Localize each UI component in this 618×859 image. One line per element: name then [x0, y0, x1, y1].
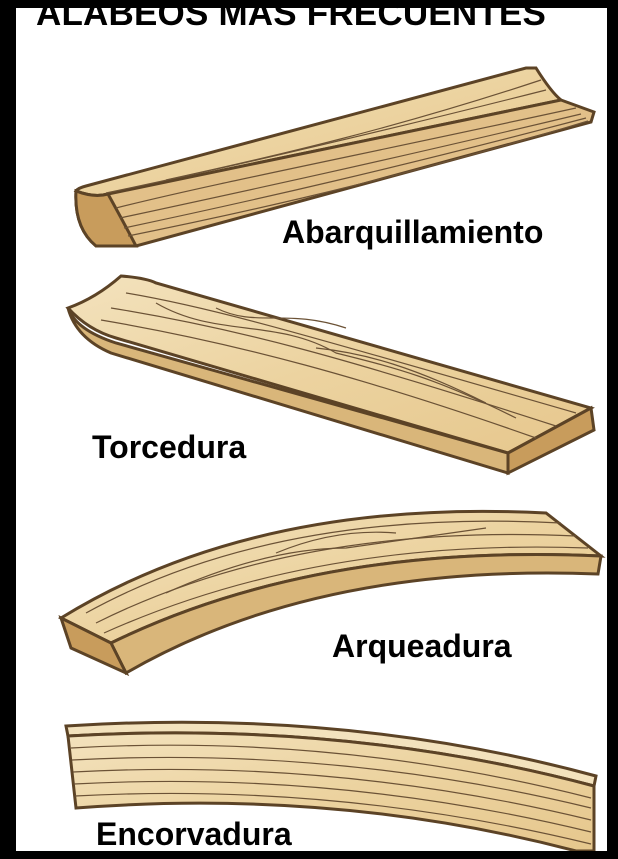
label-torcedura: Torcedura [92, 431, 246, 463]
diagram-title: ALABEOS MÁS FRECUENTES [36, 8, 546, 31]
board-bowed [61, 511, 601, 673]
diagram-panel: ALABEOS MÁS FRECUENTES Abarquillamiento … [16, 8, 607, 851]
label-abarquillamiento: Abarquillamiento [282, 216, 543, 248]
label-encorvadura: Encorvadura [96, 818, 292, 850]
label-arqueadura: Arqueadura [332, 630, 512, 662]
